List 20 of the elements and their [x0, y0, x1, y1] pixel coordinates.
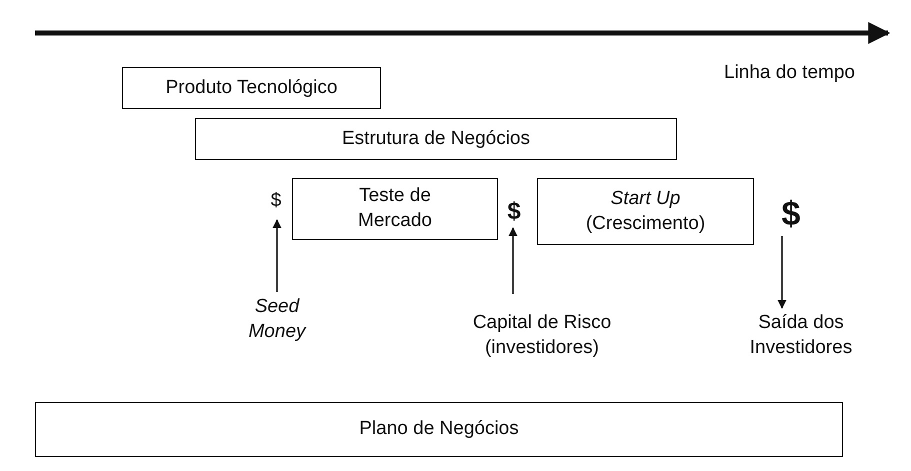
arrow: [272, 219, 282, 292]
dollar-sign: $: [772, 192, 810, 236]
stage-box: [292, 178, 498, 240]
plan-bar: [35, 402, 843, 457]
stage-label: Start Up (Crescimento): [584, 186, 706, 236]
funding-note: Capital de Risco (investidores): [462, 294, 622, 378]
stage-box: [537, 178, 754, 245]
arrow: [508, 227, 518, 294]
timeline-label: Linha do tempo: [723, 60, 855, 85]
stage-label: Plano de Negócios: [359, 417, 519, 442]
stage-box: [122, 67, 381, 109]
stage-label: Estrutura de Negócios: [342, 126, 530, 151]
dollar-sign: $: [262, 186, 290, 216]
dollar-sign: $: [500, 196, 528, 228]
stage-label: Teste de Mercado: [357, 184, 433, 233]
arrow: [778, 236, 786, 309]
funding-note: Saída dos Investidores: [742, 308, 860, 364]
stage-label: Produto Tecnológico: [166, 76, 338, 100]
stage-box: [195, 118, 677, 160]
funding-note: Seed Money: [225, 292, 329, 348]
